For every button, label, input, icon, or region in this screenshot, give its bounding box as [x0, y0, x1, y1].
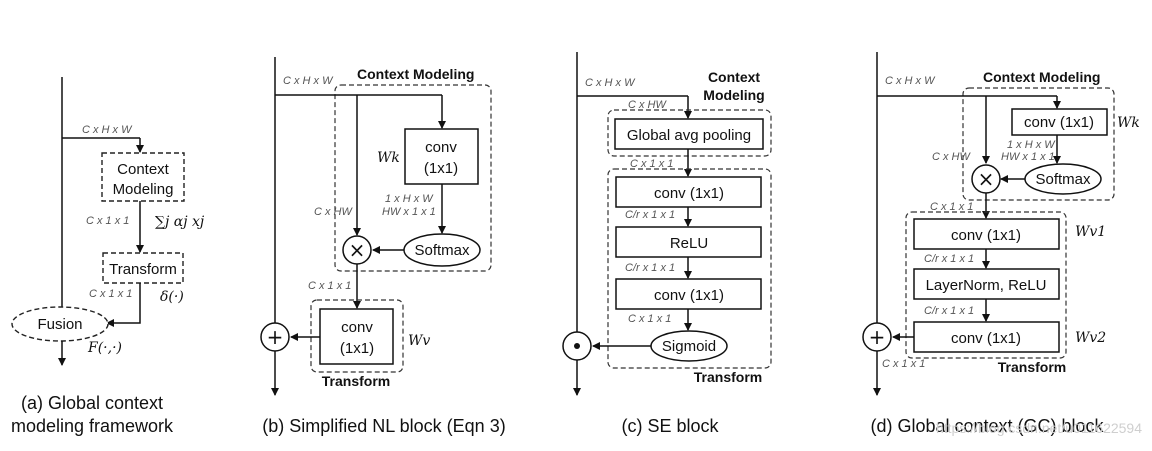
- c-context-region: [607, 109, 772, 157]
- b-context-modeling-title: Context Modeling: [357, 66, 474, 82]
- c-dim-cr11-b: C/r x 1 x 1: [625, 262, 675, 274]
- b-multiply-symbol: ×: [349, 238, 366, 262]
- b-add-symbol: +: [267, 325, 284, 349]
- b-w-v: Wv: [408, 333, 430, 349]
- b-conv-v-label-2: (1x1): [340, 340, 374, 357]
- a-context-modeling-box: [101, 152, 185, 202]
- d-dim-c11-b: C x 1 x 1: [882, 358, 925, 370]
- a-context-label-1: Context: [117, 161, 170, 178]
- a-delta: δ(·): [160, 289, 184, 305]
- b-dim-1hw: 1 x H x W: [385, 193, 434, 205]
- c-global-pool-box: [614, 118, 764, 150]
- c-context-title-1: Context: [708, 69, 760, 85]
- c-global-pool-label: Global avg pooling: [627, 127, 751, 144]
- d-caption: (d) Global context (GC) block: [870, 416, 1104, 436]
- b-softmax-label: Softmax: [414, 242, 470, 259]
- d-w-v1: Wv1: [1075, 224, 1106, 240]
- watermark-text: https://blog.csdn.net/u011622594: [936, 420, 1142, 436]
- a-transform-label: Transform: [109, 261, 177, 278]
- panel-d: C x H x W Context Modeling conv (1x1) Wk…: [862, 52, 1142, 436]
- d-layernorm-box: [913, 268, 1060, 300]
- d-conv2-label: conv (1x1): [951, 330, 1021, 347]
- b-conv-k-label-1: conv: [425, 139, 457, 156]
- c-conv2-label: conv (1x1): [654, 287, 724, 304]
- c-sigmoid-label: Sigmoid: [662, 338, 716, 355]
- b-transform-region: [310, 299, 404, 373]
- c-caption: (c) SE block: [621, 416, 719, 436]
- c-transform-region: [607, 168, 772, 369]
- b-dim-c11: C x 1 x 1: [308, 280, 351, 292]
- a-dim-in: C x H x W: [82, 124, 133, 136]
- a-dim-c11-b: C x 1 x 1: [89, 288, 132, 300]
- d-conv2-box: [913, 321, 1060, 353]
- c-dim-c11-b: C x 1 x 1: [628, 313, 671, 325]
- c-relu-box: [615, 226, 762, 258]
- d-conv1-box: [913, 218, 1060, 250]
- d-multiply-symbol: ×: [978, 167, 995, 191]
- b-transform-title: Transform: [322, 373, 390, 389]
- a-fusion-fn: F(·,·): [87, 340, 122, 356]
- c-context-title-2: Modeling: [703, 87, 764, 103]
- d-dim-chw: C x HW: [932, 151, 972, 163]
- c-relu-label: ReLU: [670, 235, 708, 252]
- d-dim-cr11-a: C/r x 1 x 1: [924, 253, 974, 265]
- d-w-v2: Wv2: [1075, 330, 1106, 346]
- b-dim-hw11: HW x 1 x 1: [382, 206, 436, 218]
- d-conv1-label: conv (1x1): [951, 227, 1021, 244]
- panel-a: C x H x W Context Modeling C x 1 x 1 ∑j …: [11, 77, 205, 436]
- a-fusion-label: Fusion: [37, 316, 82, 333]
- c-conv2-box: [615, 278, 762, 310]
- a-fusion-ellipse: [11, 306, 109, 342]
- panel-b: C x H x W Context Modeling conv (1x1) Wk…: [260, 57, 506, 436]
- d-dim-cr11-b: C/r x 1 x 1: [924, 305, 974, 317]
- c-transform-title: Transform: [694, 369, 762, 385]
- d-context-modeling-title: Context Modeling: [983, 69, 1100, 85]
- b-dim-chw: C x HW: [314, 206, 354, 218]
- d-softmax-label: Softmax: [1035, 171, 1091, 188]
- b-conv-k-label-2: (1x1): [424, 160, 458, 177]
- c-conv1-label: conv (1x1): [654, 185, 724, 202]
- a-transform-box: [102, 252, 184, 284]
- d-layernorm-label: LayerNorm, ReLU: [926, 277, 1047, 294]
- a-caption-1: (a) Global context: [21, 393, 163, 413]
- a-context-label-2: Modeling: [113, 181, 174, 198]
- b-conv-v-label-1: conv: [341, 319, 373, 336]
- d-dim-hw11: HW x 1 x 1: [1001, 151, 1055, 163]
- panel-c: C x H x W Context Modeling C x HW Global…: [562, 52, 772, 436]
- c-scale-dot: [574, 343, 580, 349]
- b-w-k: Wk: [377, 150, 400, 166]
- c-dim-in: C x H x W: [585, 77, 636, 89]
- a-arrow-fusion: [106, 283, 141, 327]
- d-conv-k-box: [1011, 108, 1108, 136]
- d-transform-title: Transform: [998, 359, 1066, 375]
- d-conv-k-label: conv (1x1): [1024, 114, 1094, 131]
- c-dim-chw: C x HW: [628, 99, 668, 111]
- c-dim-cr11-a: C/r x 1 x 1: [625, 209, 675, 221]
- b-context-modeling-region: [334, 84, 492, 272]
- d-w-k: Wk: [1117, 115, 1140, 131]
- b-caption: (b) Simplified NL block (Eqn 3): [262, 416, 505, 436]
- b-dim-in: C x H x W: [283, 75, 334, 87]
- a-sum-formula: ∑j αj xj: [155, 214, 205, 230]
- c-dim-c11-a: C x 1 x 1: [630, 158, 673, 170]
- c-conv1-box: [615, 176, 762, 208]
- d-transform-region: [905, 211, 1067, 359]
- d-dim-in: C x H x W: [885, 75, 936, 87]
- a-caption-2: modeling framework: [11, 416, 174, 436]
- d-dim-c11-a: C x 1 x 1: [930, 201, 973, 213]
- d-add-symbol: +: [869, 325, 886, 349]
- a-dim-c11-a: C x 1 x 1: [86, 215, 129, 227]
- d-dim-1hw: 1 x H x W: [1007, 139, 1056, 151]
